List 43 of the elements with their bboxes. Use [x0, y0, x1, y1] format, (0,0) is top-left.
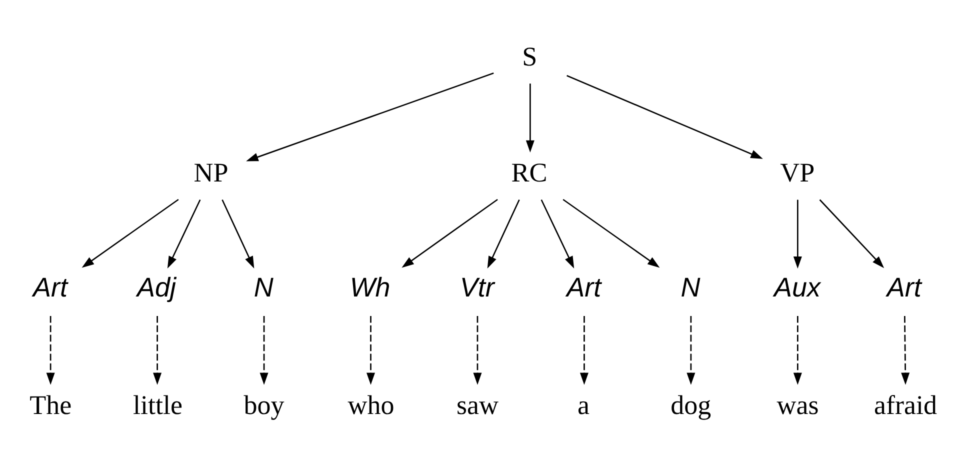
- node-text: Adj: [137, 272, 176, 302]
- node-text: was: [776, 390, 819, 420]
- arrow: [473, 316, 482, 385]
- node-text: saw: [456, 390, 499, 420]
- node-text: N: [254, 272, 274, 302]
- arrow: [246, 72, 494, 162]
- arrow: [566, 74, 763, 159]
- node-text: Art: [566, 272, 602, 302]
- arrow: [793, 200, 802, 269]
- arrow: [526, 84, 534, 152]
- node-text: Wh: [350, 272, 390, 302]
- arrow: [562, 198, 660, 268]
- arrow: [222, 199, 254, 268]
- node-text: Art: [886, 272, 922, 302]
- node-text: dog: [670, 390, 712, 420]
- arrow: [819, 199, 884, 268]
- arrow: [153, 316, 162, 385]
- node-text: Vtr: [460, 272, 494, 302]
- node-text: afraid: [874, 390, 937, 420]
- node-text: who: [348, 390, 394, 420]
- node-text: VP: [780, 158, 815, 188]
- arrow: [901, 316, 910, 385]
- arrow: [686, 316, 696, 385]
- node-text: Art: [33, 272, 68, 302]
- node-text: RC: [511, 158, 548, 188]
- arrow: [167, 199, 201, 268]
- node-text: NP: [194, 158, 228, 188]
- node-text: Aux: [774, 272, 821, 302]
- arrow: [366, 316, 376, 385]
- arrow: [487, 199, 520, 268]
- node-text: The: [30, 390, 72, 420]
- arrow: [402, 198, 498, 268]
- arrow: [260, 316, 268, 385]
- arrow: [82, 198, 179, 268]
- arrow: [540, 199, 574, 268]
- node-text: little: [132, 390, 182, 420]
- node-text: boy: [244, 390, 284, 420]
- node-text: a: [577, 390, 590, 420]
- arrow: [580, 316, 588, 385]
- arrow: [46, 316, 55, 385]
- node-text: S: [522, 41, 538, 72]
- arrow: [793, 316, 802, 385]
- node-text: N: [680, 272, 700, 302]
